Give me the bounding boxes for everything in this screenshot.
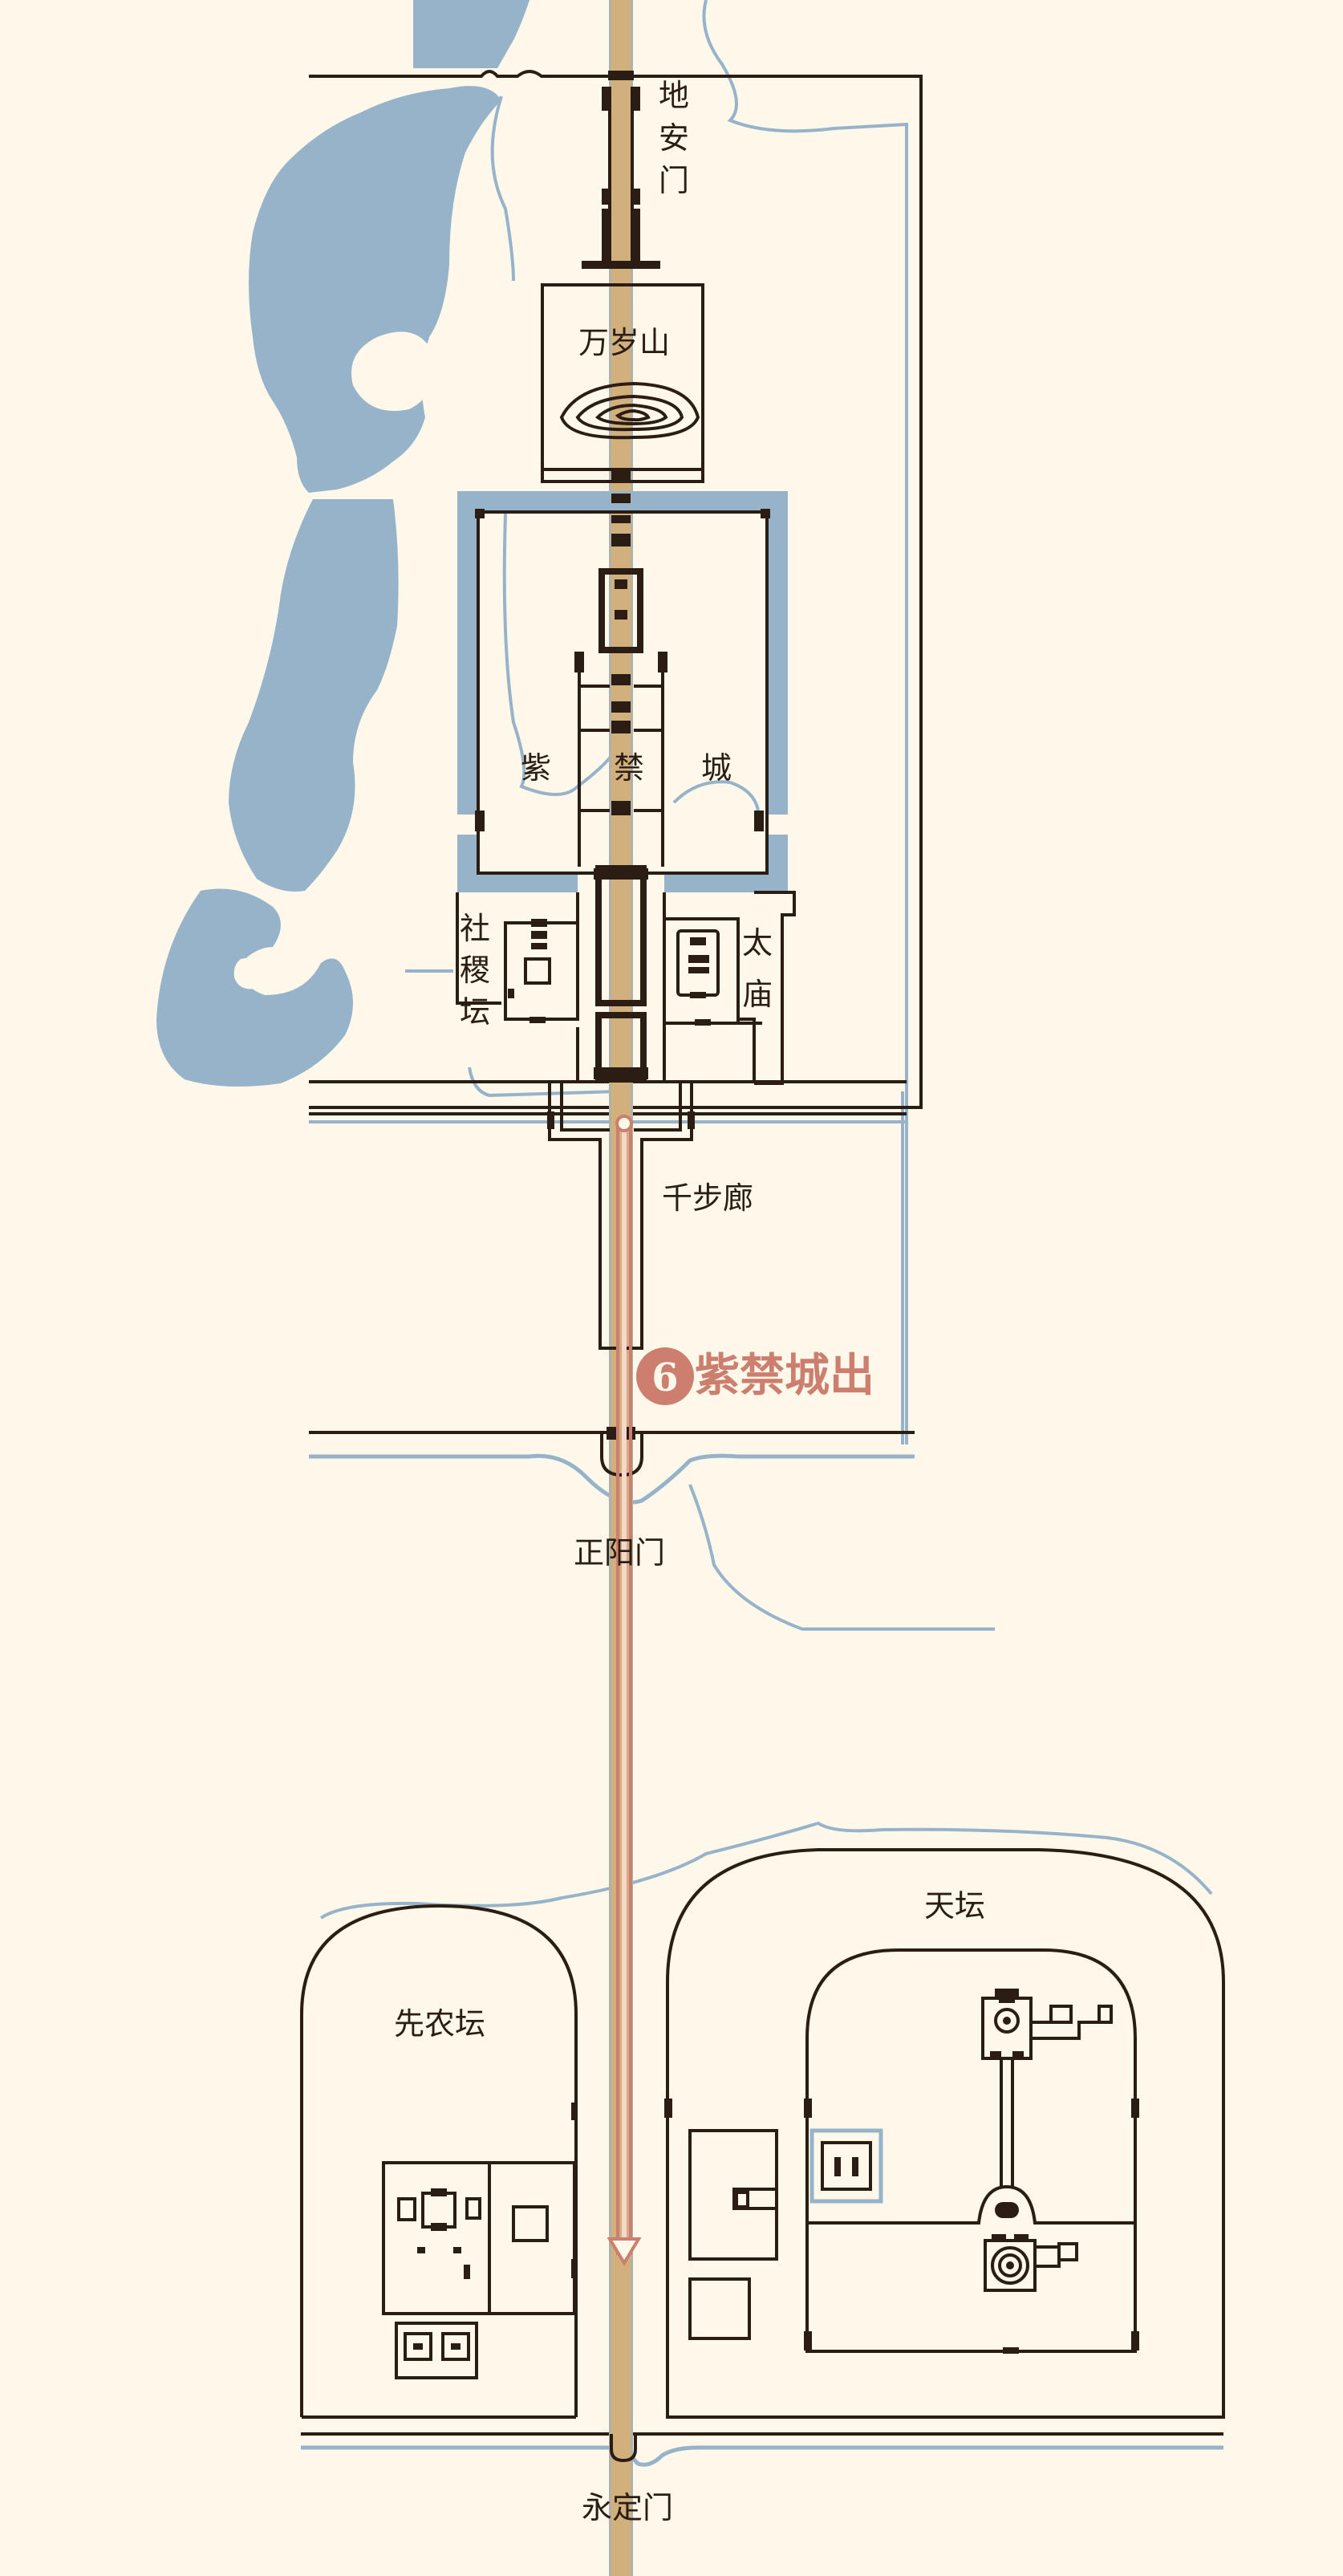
- yong-ding-men-gate: [610, 2434, 637, 2463]
- lake-top: [413, 0, 529, 68]
- tian-tan-marks: [664, 1989, 1139, 2354]
- label-di-an-men-3: 门: [659, 163, 689, 198]
- label-zheng-yang-men: 正阳门: [574, 1535, 665, 1570]
- di-an-men-gate: [582, 71, 660, 269]
- island: [351, 331, 435, 411]
- label-tai-miao-2: 庙: [742, 977, 773, 1012]
- route-arrow-icon: [607, 2237, 642, 2266]
- label-qian-bu-lang: 千步廊: [662, 1180, 753, 1216]
- island-south: [233, 957, 267, 989]
- lake-beihai: [249, 86, 501, 494]
- label-yong-ding-men: 永定门: [582, 2490, 673, 2525]
- label-di-an-men-1: 地: [659, 78, 689, 113]
- label-she-ji-tan-3: 坛: [460, 994, 490, 1030]
- river-south-channel: [468, 1067, 619, 1444]
- river-palace-east: [672, 780, 760, 811]
- label-she-ji-tan-2: 稷: [460, 953, 490, 988]
- huang-qiong-yu-mark: [809, 2128, 883, 2204]
- tai-miao-marks: [688, 937, 711, 1026]
- she-ji-tan: [456, 892, 579, 1083]
- wan-sui-shan: [541, 283, 704, 483]
- label-zi: 紫: [521, 750, 551, 786]
- river-east: [702, 0, 908, 1444]
- route-label: 紫禁城出: [695, 1349, 874, 1402]
- water-bodies: [156, 0, 529, 1087]
- label-tian-tan: 天坛: [924, 1888, 985, 1924]
- route-number: 6: [651, 1355, 678, 1400]
- river-lines: [319, 0, 1213, 1920]
- label-di-an-men-2: 安: [659, 120, 689, 156]
- label-xian-nong-tan: 先农坛: [394, 2006, 485, 2042]
- river-west-channel: [490, 95, 515, 282]
- forbidden-city: [457, 473, 788, 1083]
- label-wan-sui-shan: 万岁山: [578, 325, 670, 360]
- route-6-line: [607, 1115, 642, 2266]
- label-tai-miao-1: 太: [742, 925, 773, 961]
- xian-nong-tan: [300, 1904, 578, 2419]
- road-lines: [309, 1112, 907, 1123]
- route-number-badge: [636, 1347, 694, 1405]
- river-south-east: [688, 1484, 995, 1631]
- she-ji-tan-marks: [508, 919, 547, 1023]
- label-jin: 禁: [614, 750, 644, 786]
- label-cheng: 城: [701, 750, 732, 786]
- river-palace-west: [502, 513, 619, 796]
- lake-nanhai: [156, 888, 353, 1087]
- qian-bu-lang-marks: [547, 1111, 695, 1129]
- route-start-icon: [615, 1115, 633, 1132]
- label-she-ji-tan-1: 社: [460, 911, 490, 946]
- lake-zhonghai: [229, 499, 399, 892]
- xian-nong-tan-marks: [413, 2103, 578, 2350]
- tian-tan: [666, 1848, 1225, 2419]
